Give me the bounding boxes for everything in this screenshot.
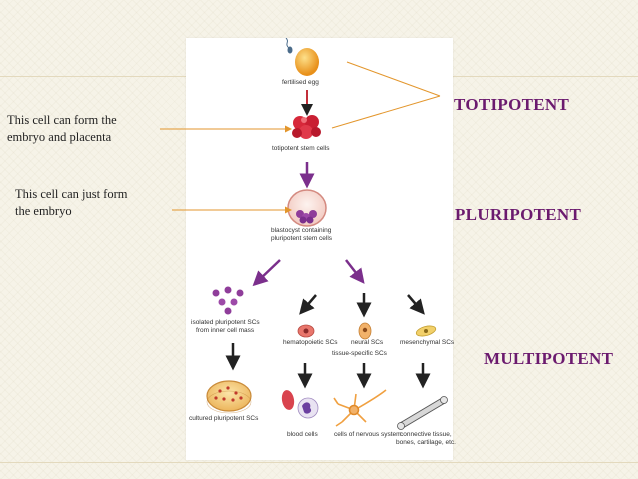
isolated-scs-label-line1: isolated pluripotent SCs — [191, 319, 260, 326]
neural-scs-label: neural SCs — [351, 339, 384, 346]
fertilised-egg-icon — [285, 37, 319, 76]
totipotent-bracket-upper — [346, 61, 441, 97]
mesenchymal-sc-icon — [415, 325, 437, 337]
nervous-system-label: cells of nervous system — [334, 431, 402, 438]
neural-sc-icon — [358, 322, 372, 340]
note-pluripotent-line2: the embryo — [15, 204, 72, 218]
arrow-to-hematopoietic — [299, 294, 317, 315]
blastocyst-label-line2: pluripotent stem cells — [271, 235, 333, 242]
culture-dish-icon — [206, 380, 252, 414]
note-totipotent-line1: This cell can form the — [7, 113, 117, 127]
blood-cells-label: blood cells — [287, 431, 318, 438]
totipotent-heading: TOTIPOTENT — [454, 95, 570, 114]
hematopoietic-scs-label: hematopoietic SCs — [283, 339, 338, 346]
blastocyst-label-line1: blastocyst containing — [271, 227, 332, 234]
arrow-blastocyst-to-tissue — [345, 259, 365, 284]
pluripotent-heading: PLURIPOTENT — [455, 205, 582, 224]
cultured-scs-label: cultured pluripotent SCs — [189, 415, 259, 422]
stem-cell-diagram-panel: fertilised egg totipotent stem cells bla… — [186, 37, 456, 460]
mesenchymal-scs-label: mesenchymal SCs — [400, 339, 455, 346]
totipotent-stem-cells-label: totipotent stem cells — [272, 145, 330, 152]
arrow-blastocyst-to-isolated — [252, 259, 281, 287]
hematopoietic-sc-icon — [297, 324, 315, 338]
fertilised-egg-label: fertilised egg — [282, 79, 319, 86]
note-totipotent-line2: embryo and placenta — [7, 130, 112, 144]
blood-cells-icon — [281, 390, 319, 419]
bone-icon — [397, 396, 448, 430]
multipotent-heading: MULTIPOTENT — [484, 349, 614, 368]
stem-cell-diagram — [206, 37, 448, 430]
tissue-specific-scs-label: tissue-specific SCs — [332, 350, 387, 357]
isolated-scs-label-line2: from inner cell mass — [196, 327, 255, 334]
note-pluripotent-line1: This cell can just form — [15, 187, 128, 201]
background-rule-bottom — [0, 462, 638, 463]
isolated-pluripotent-cells-icon — [212, 286, 244, 315]
nerve-cell-icon — [333, 389, 387, 427]
totipotent-cells-icon — [292, 115, 321, 139]
totipotent-bracket-lower — [331, 95, 441, 129]
connective-tissue-label-line1: connective tissue, — [400, 431, 452, 438]
connective-tissue-label-line2: bones, cartilage, etc. — [396, 439, 456, 446]
arrow-to-mesenchymal — [407, 294, 425, 315]
